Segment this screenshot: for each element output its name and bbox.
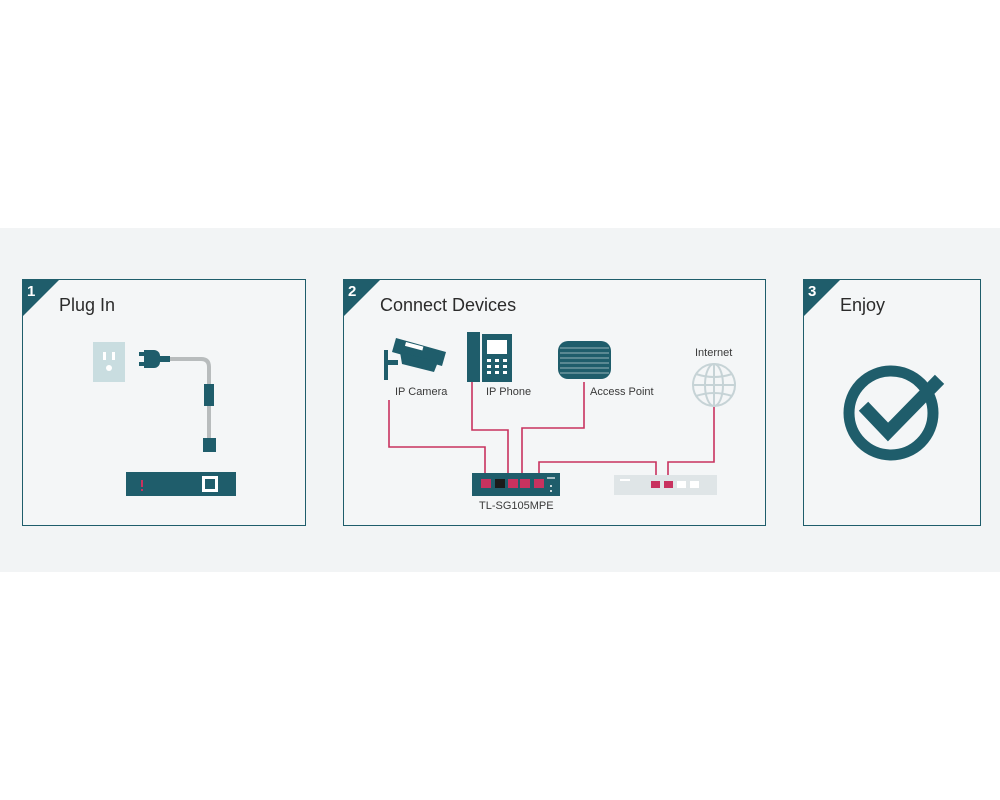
step-number: 2	[348, 283, 357, 300]
ip-camera-label: IP Camera	[395, 386, 448, 398]
step-number-badge	[344, 280, 380, 316]
step-number: 3	[808, 283, 817, 300]
step-title: Enjoy	[840, 295, 886, 315]
ip-phone-label: IP Phone	[486, 386, 531, 398]
step-number-badge	[804, 280, 840, 316]
outlet-icon	[93, 342, 125, 382]
ethernet-cables	[388, 382, 715, 478]
enjoy-illustration	[843, 365, 945, 461]
checkmark-circle-icon	[843, 365, 945, 461]
connect-devices-diagram: IP Camera IP Phone Access Point Internet…	[384, 332, 736, 512]
switch-device-icon	[126, 472, 236, 496]
switch-device-icon	[472, 473, 560, 496]
step-number: 1	[27, 283, 36, 300]
cable-access-point	[521, 382, 585, 478]
cable-phone	[471, 382, 509, 478]
globe-icon	[692, 363, 736, 407]
ip-camera-icon	[384, 338, 446, 380]
ip-phone-icon	[467, 332, 512, 382]
step-card-connect-devices: 2 Connect Devices	[343, 279, 766, 526]
plug-in-illustration	[93, 342, 236, 496]
cable-internet	[667, 406, 715, 475]
power-plug-icon	[139, 350, 216, 452]
cable-uplink	[538, 461, 657, 478]
step-title: Plug In	[59, 295, 116, 315]
access-point-label: Access Point	[590, 386, 654, 398]
router-icon	[614, 475, 717, 495]
step-title: Connect Devices	[380, 295, 517, 315]
cable-camera	[388, 400, 486, 478]
step-card-plug-in: 1 Plug In	[22, 279, 306, 526]
internet-label: Internet	[695, 347, 732, 359]
access-point-icon	[558, 341, 611, 379]
step-card-enjoy: 3 Enjoy	[803, 279, 981, 526]
switch-model-label: TL-SG105MPE	[479, 500, 554, 512]
step-number-badge	[23, 280, 59, 316]
